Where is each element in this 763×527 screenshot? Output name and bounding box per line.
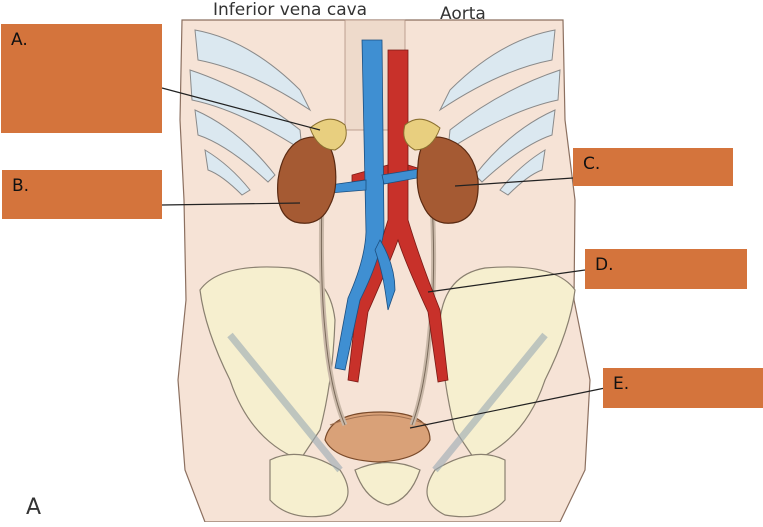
pelvis [199,266,576,518]
inferior-vena-cava-vessels [329,39,429,371]
kidney-left [277,136,337,224]
pelvic-ligament-left [227,332,343,473]
ureter-right-line [411,199,435,426]
leader-line-a [161,87,321,131]
leader-lines [161,87,606,429]
kidney-right [416,136,479,224]
pelvic-ligament-right [432,332,548,473]
figure-letter: A [26,495,42,520]
ureter-left-line [320,199,346,426]
leader-line-e [409,387,606,429]
adrenal-gland-left [309,118,347,151]
label-box-e[interactable]: E. [603,368,763,408]
label-box-a[interactable]: A. [1,24,162,133]
adrenal-gland-right [403,118,441,151]
inferior-vena-cava-label: Inferior vena cava [213,0,368,20]
leader-line-b [161,202,301,206]
leader-line-d [427,269,586,293]
aorta-label: Aorta [440,4,486,24]
bladder-top [329,414,429,426]
label-box-d[interactable]: D. [585,249,747,289]
leader-line-c [454,177,574,187]
label-box-c[interactable]: C. [573,148,733,186]
label-box-b[interactable]: B. [2,170,162,219]
rib-cage-right [438,29,561,196]
urinary-bladder [324,411,431,463]
